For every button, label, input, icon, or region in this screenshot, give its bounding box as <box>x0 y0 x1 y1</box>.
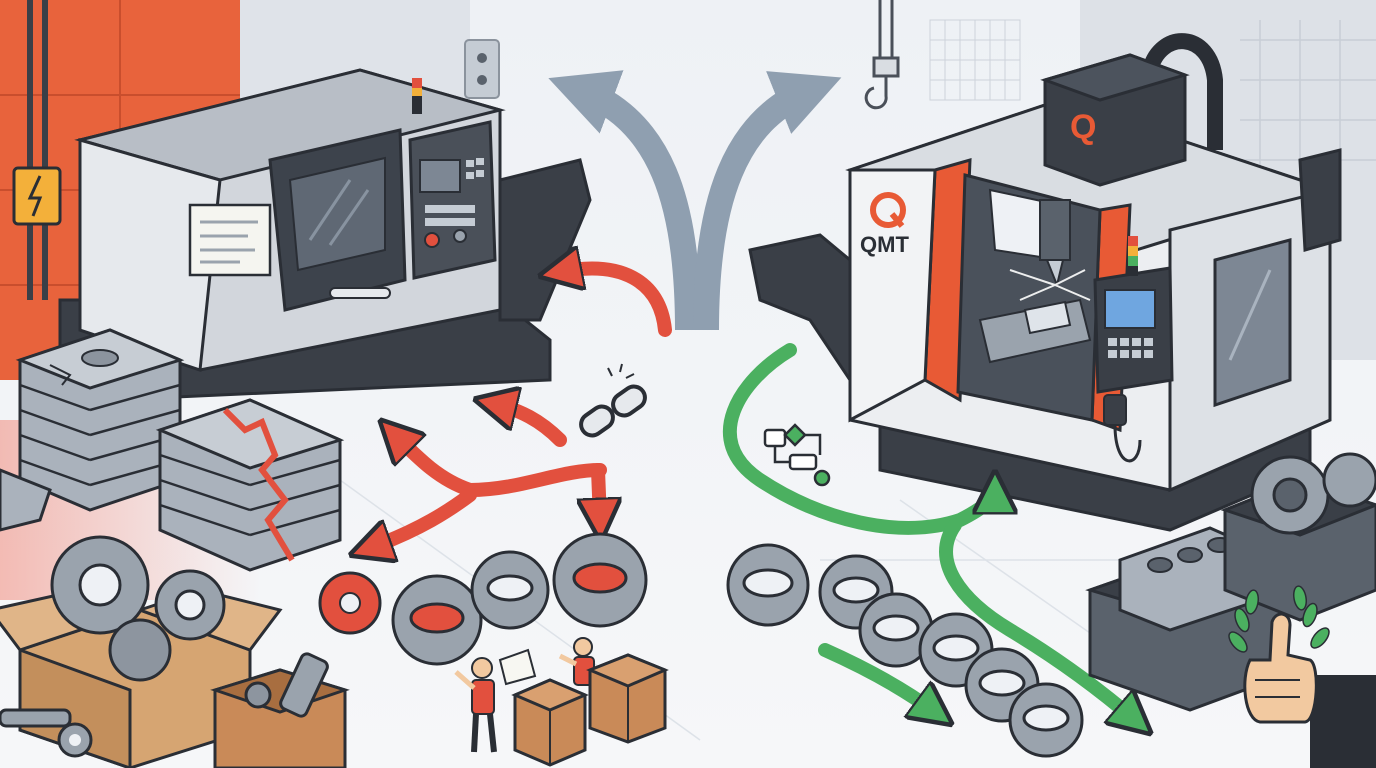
qmt-cnc-machine: Q QMT <box>748 33 1342 532</box>
solution-arrows <box>723 343 1135 720</box>
gear-icon <box>726 543 810 627</box>
scrap-wooden-crate <box>210 652 350 768</box>
red-arrow-downleft <box>370 488 477 548</box>
gear-icon <box>858 592 934 668</box>
workflow-diagram-icon <box>763 423 831 487</box>
lathe-info-sheet <box>188 203 272 277</box>
brand-name: QMT <box>860 232 909 257</box>
side-window <box>1213 238 1292 408</box>
cracked-plate-stacks <box>0 328 345 572</box>
lightning-bolt-icon <box>27 175 43 217</box>
old-lathe-machine <box>58 68 592 402</box>
gear-icon <box>552 532 648 628</box>
broken-chain-link-icon <box>579 363 647 438</box>
qmt-logo: QMT <box>860 192 909 257</box>
worker-with-paper <box>454 648 537 753</box>
green-arrow-left-down <box>818 643 935 712</box>
wrench-icon <box>0 708 93 758</box>
finished-gear-bin <box>1220 452 1376 622</box>
wall-switch <box>464 39 500 99</box>
gear-icon <box>391 574 483 666</box>
head-logo-q: Q <box>1070 108 1096 146</box>
problem-arrows <box>370 269 672 548</box>
arrow-right-path <box>693 71 842 331</box>
arrow-left-path <box>548 70 701 331</box>
red-arrow-upleft <box>495 404 567 447</box>
wooden-crates <box>511 653 669 767</box>
red-arrow-up <box>560 269 672 337</box>
gear-icon <box>318 571 382 635</box>
electrical-box <box>12 166 62 226</box>
spindle <box>1039 199 1071 261</box>
thumbs-up-icon <box>1243 612 1376 768</box>
green-arrow-main <box>723 343 995 535</box>
green-arrow-down <box>939 518 1135 720</box>
gear-icon <box>470 550 550 630</box>
crack-line <box>222 407 295 562</box>
red-arrow-down <box>598 463 600 520</box>
gear-icon <box>1008 682 1084 758</box>
inconsistent-gear-chain <box>318 532 648 666</box>
paper-document <box>498 648 537 686</box>
qmt-control-panel <box>1093 266 1174 394</box>
lathe-control-panel <box>408 120 497 280</box>
laurel-branch-icon <box>1228 585 1330 653</box>
control-screen <box>1104 289 1156 329</box>
crane-hook-icon <box>864 0 900 110</box>
direction-arrows <box>548 70 842 331</box>
consistent-gear-chain <box>726 543 1084 758</box>
